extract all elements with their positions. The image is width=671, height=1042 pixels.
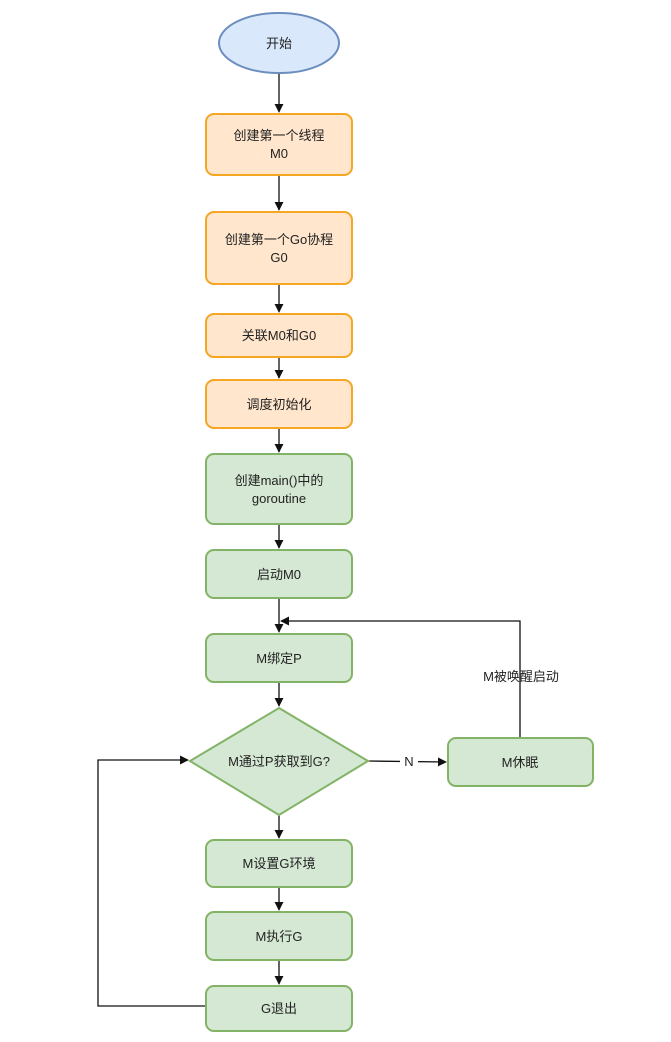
node-start (218, 12, 340, 74)
node-create-g0 (205, 211, 353, 285)
edge-label-n-bg (400, 753, 418, 769)
node-schedule-init-label: 调度初始化 (246, 397, 311, 412)
node-g-exit-label: G退出 (261, 1001, 297, 1016)
node-m-get-g-label: M通过P获取到G? (228, 754, 330, 769)
node-start-m0-label: 启动M0 (257, 567, 301, 582)
node-g-exit (205, 985, 353, 1032)
node-m-sleep (447, 737, 594, 787)
node-create-main-goroutine-line1: 创建main()中的 (235, 473, 324, 488)
node-create-m0-line1: 创建第一个线程 (233, 128, 324, 143)
node-link-m0-g0 (205, 313, 353, 358)
edge-label-n: N (404, 754, 413, 769)
node-create-main-goroutine-line2: goroutine (252, 491, 306, 506)
node-m-bind-p (205, 633, 353, 683)
node-m-set-env (205, 839, 353, 888)
node-m-bind-p-label: M绑定P (256, 651, 302, 666)
node-schedule-init (205, 379, 353, 429)
node-start-label: 开始 (266, 36, 292, 51)
node-m-exec-g (205, 911, 353, 961)
edge-label-wake: M被唤醒启动 (483, 669, 559, 684)
node-create-m0 (205, 113, 353, 176)
node-create-g0-line2: G0 (270, 250, 287, 265)
node-start-m0 (205, 549, 353, 599)
node-create-main-goroutine (205, 453, 353, 525)
edge-exit-loop-to-decision (97, 755, 206, 1007)
node-m-get-g-decision (188, 706, 370, 817)
node-create-m0-line2: M0 (270, 146, 288, 161)
node-m-set-env-label: M设置G环境 (243, 856, 316, 871)
node-m-exec-g-label: M执行G (256, 929, 303, 944)
edges (97, 73, 521, 1007)
node-m-sleep-label: M休眠 (502, 755, 539, 770)
node-create-g0-line1: 创建第一个Go协程 (225, 232, 333, 247)
edge-sleep-to-bind-p (280, 616, 521, 738)
node-link-m0-g0-label: 关联M0和G0 (242, 328, 316, 343)
